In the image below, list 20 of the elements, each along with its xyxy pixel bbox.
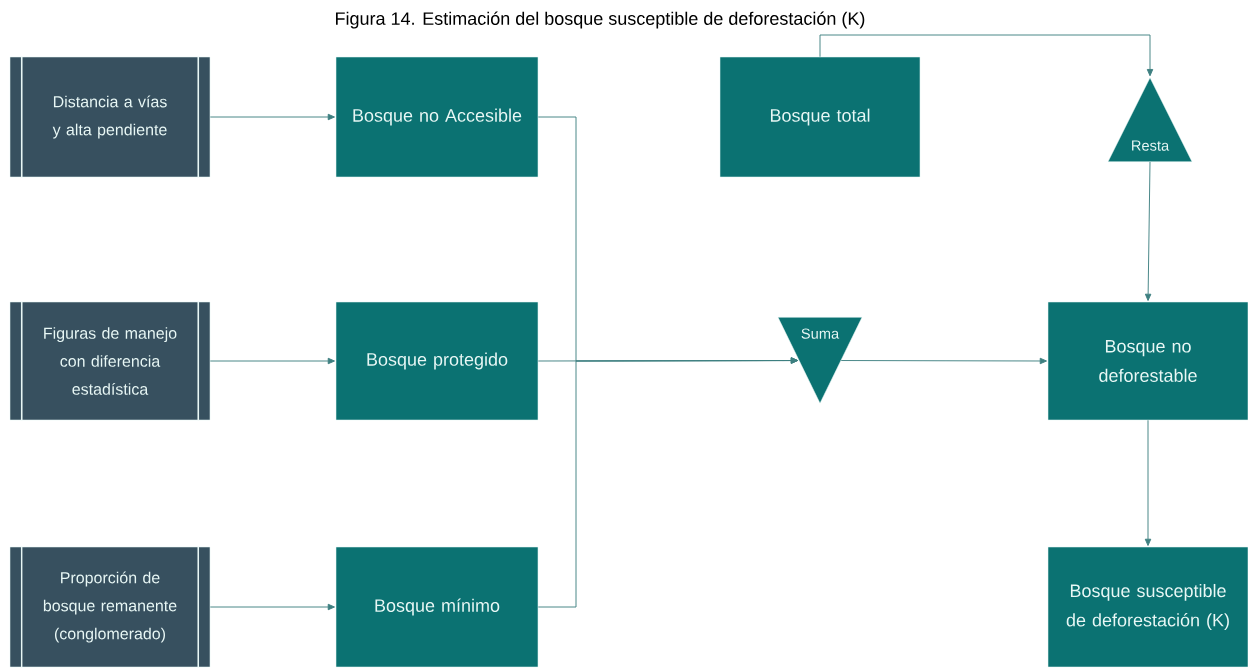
input-box: Distancia a vías y alta pendiente [9,55,211,179]
arrow [1144,419,1152,546]
input-box: Proporción de bosque remanente (conglomerado) [9,545,211,668]
arrow [840,357,1047,365]
process-box: Bosque mínimo [335,546,539,668]
arrow [537,357,799,608]
arrow [209,357,335,365]
process-box: Bosque no deforestable [1047,301,1248,421]
arrow [209,603,335,611]
process-box: Bosque no Accesible [335,56,539,178]
figure-title: Figura 14. Estimación del bosque susceptible de deforestación (K) [336,11,865,29]
process-box: Bosque protegido [335,301,539,421]
input-box: Figuras de manejo con diferencia estadística [9,300,211,422]
arrow [209,113,335,121]
arrow [1144,161,1152,301]
subtract-triangle: Resta [1107,77,1193,162]
arrow [819,34,1154,77]
sum-triangle: Suma [777,317,863,404]
process-box: Bosque susceptible de deforestación (K) [1047,546,1248,668]
process-box: Bosque total [719,56,921,178]
